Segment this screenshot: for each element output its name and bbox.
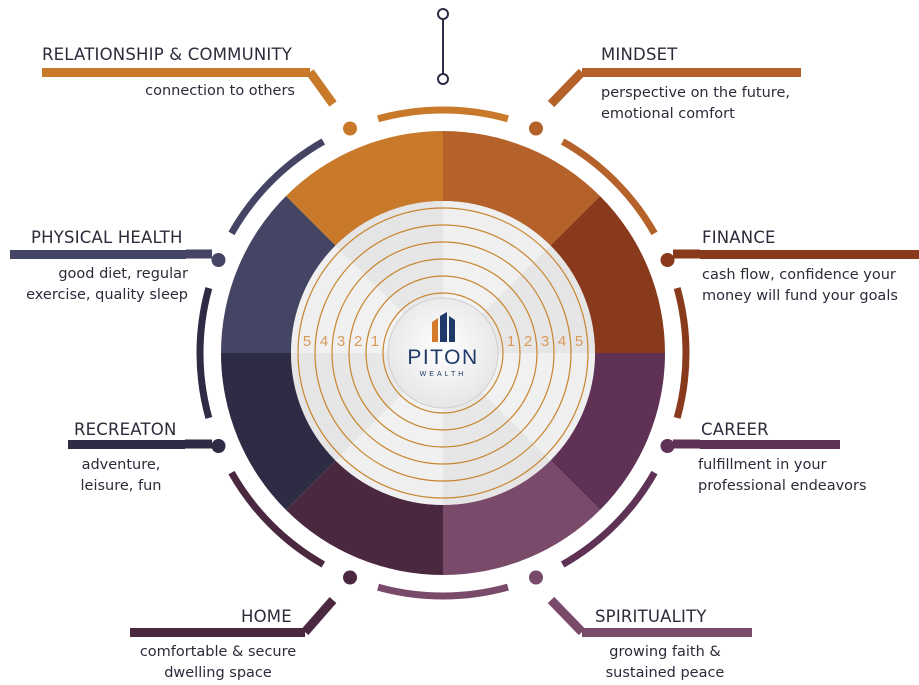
finance-desc: cash flow, confidence your money will fu… [702, 267, 898, 304]
rim-arc-career [560, 470, 658, 568]
wedge-home [286, 459, 443, 575]
connector-relationship [306, 69, 337, 107]
home-desc: comfortable & secure dwelling space [139, 644, 297, 681]
scale-label: 4 [320, 333, 328, 350]
relationship-desc: connection to others [145, 83, 295, 99]
rating-ring [382, 292, 504, 414]
dot-physical [211, 253, 226, 268]
rating-rings [297, 207, 589, 499]
career-bar [700, 440, 840, 449]
spirituality-desc: growing faith & sustained peace [605, 644, 725, 681]
rating-ring [297, 207, 589, 499]
rim-arc-physical [228, 138, 326, 236]
rating-ring [314, 224, 572, 482]
connector-spirituality [547, 596, 586, 636]
wedge-finance [549, 196, 665, 353]
brand-subname: WEALTH [420, 371, 467, 378]
physical-health-title: PHYSICAL HEALTH [31, 228, 183, 247]
career-desc: fulfillment in your professional endeavo… [698, 457, 867, 494]
mindset-desc: perspective on the future, emotional com… [601, 85, 790, 122]
category-wedges [221, 131, 665, 575]
physical-health-bar [10, 250, 186, 259]
mindset-bar [582, 68, 801, 77]
recreation-title: RECREATON [74, 420, 177, 439]
wedge-mindset [443, 131, 600, 247]
connector-lines [185, 68, 700, 636]
dot-career [660, 438, 675, 453]
rim-arc-mindset [560, 138, 658, 236]
home-title: HOME [241, 607, 292, 626]
scale-label: 2 [354, 333, 362, 350]
career-title: CAREER [701, 420, 769, 439]
dot-home [343, 570, 358, 585]
dot-finance [660, 253, 675, 268]
scale-label: 5 [575, 333, 583, 350]
rim-arc-recreation [196, 287, 213, 419]
dot-relationship [343, 121, 358, 136]
scale-label: 5 [303, 333, 311, 350]
finance-title: FINANCE [702, 228, 776, 247]
scale-label: 1 [507, 333, 515, 350]
rim-arc-finance [673, 287, 690, 419]
hub-circle [387, 297, 499, 409]
relationship-title: RELATIONSHIP & COMMUNITY [42, 45, 293, 64]
scale-label: 3 [337, 333, 345, 350]
physical-health-desc: good diet, regular exercise, quality sle… [26, 266, 188, 303]
brand-name: PITON [407, 346, 478, 369]
recreation-desc: adventure, leisure, fun [80, 457, 162, 494]
wedge-recreation [221, 353, 337, 510]
center-hub: PITON WEALTH [387, 297, 499, 409]
scale-label: 4 [558, 333, 566, 350]
piton-logo-icon [432, 312, 455, 342]
rating-ring [348, 258, 538, 448]
rim-arc-spirituality [377, 583, 509, 600]
wedge-career [549, 353, 665, 510]
wedge-spirituality [443, 459, 600, 575]
rating-ring [331, 241, 555, 465]
top-pin-icon [437, 8, 449, 85]
scale-label: 3 [541, 333, 549, 350]
dot-mindset [528, 121, 543, 136]
wedge-physical [221, 196, 337, 353]
finance-bar [700, 250, 919, 259]
outer-rim [196, 106, 690, 600]
dot-spirituality [528, 570, 543, 585]
wedge-relationship [286, 131, 443, 247]
rating-ring [365, 275, 521, 431]
category-dots [211, 121, 675, 585]
mindset-title: MINDSET [601, 45, 678, 64]
spirituality-bar [582, 628, 752, 637]
connector-mindset [547, 68, 586, 108]
scale-label: 2 [524, 333, 532, 350]
rim-arc-relationship [377, 106, 509, 123]
rim-arc-home [228, 470, 326, 568]
dot-recreation [211, 438, 226, 453]
home-bar [130, 628, 305, 637]
connector-home [301, 597, 337, 635]
recreation-bar [68, 440, 185, 449]
spirituality-title: SPIRITUALITY [595, 607, 707, 626]
scale-label: 1 [371, 333, 379, 350]
relationship-bar [42, 68, 310, 77]
